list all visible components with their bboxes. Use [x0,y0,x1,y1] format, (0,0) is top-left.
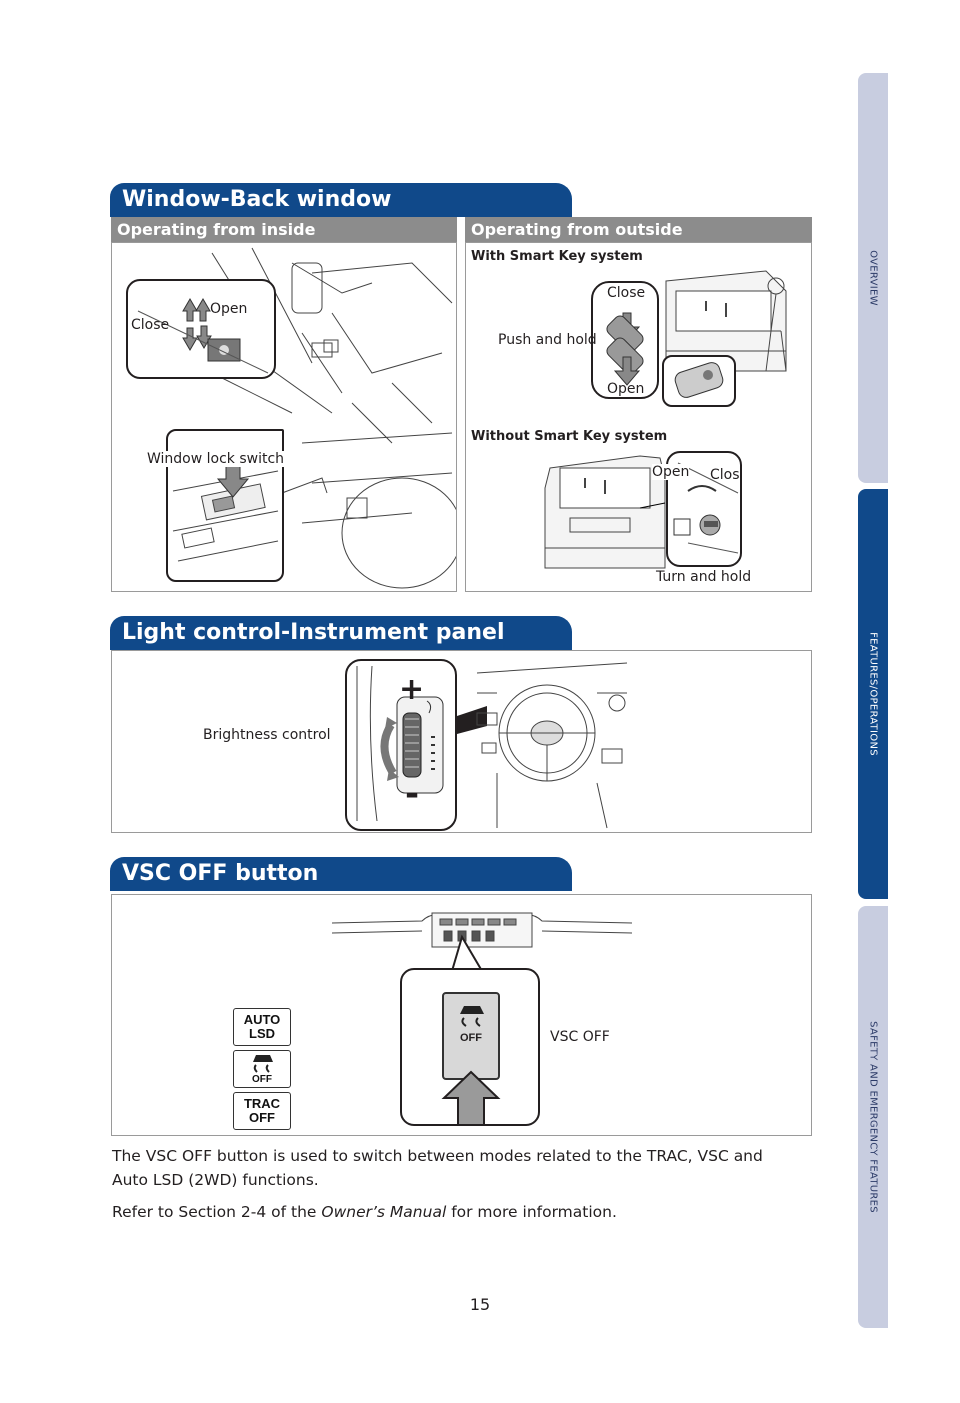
suv-rear-illustration [665,270,787,372]
key-open-label: Open [652,464,690,480]
vsc-description: The VSC OFF button is used to switch bet… [112,1147,763,1189]
trac-off-icon: TRAC OFF [233,1092,291,1130]
manual-reference: Refer to Section 2-4 of the Owner’s Manu… [112,1203,617,1221]
brightness-control-label: Brightness control [203,727,331,743]
tab-safety-emergency[interactable]: SAFETY AND EMERGENCY FEATURES [858,906,888,1328]
vsc-button-off-text: OFF [460,1032,482,1044]
inside-open-label: Open [210,301,248,317]
tab-features-operations[interactable]: FEATURES/OPERATIONS [858,489,888,899]
auto-lsd-icon: AUTO LSD [233,1008,291,1046]
brightness-dial-callout: + - [345,659,457,831]
suv-rear-key-illustration [544,455,666,569]
smart-close-label: Close [607,285,646,301]
press-arrow-icon [441,1070,501,1124]
tab-overview[interactable]: OVERVIEW [858,73,888,483]
window-section-title: Window-Back window [110,183,572,217]
owners-manual-title: Owner’s Manual [321,1203,447,1221]
console-illustration [171,247,456,589]
operating-inside-subtitle: Operating from inside [111,217,457,242]
window-lock-switch-label: Window lock switch [147,451,285,467]
vsc-panel: OFF VSC OFF AUTO LSD OFF TRAC OFF [111,894,812,1136]
smart-open-label: Open [607,381,645,397]
push-and-hold-label: Push and hold [498,332,597,348]
no-smart-key-title: Without Smart Key system [471,429,668,444]
operating-outside-subtitle: Operating from outside [465,217,812,242]
brightness-plus: + [399,672,425,707]
center-console-illustration [332,912,632,948]
tab-features-operations-label: FEATURES/OPERATIONS [867,632,879,756]
inside-panel: Close Open Window lock switch [111,242,457,592]
light-panel: Brightness control + - [111,650,812,833]
brightness-minus: - [405,774,420,814]
dashboard-illustration [476,662,628,829]
smart-key-fob-callout [662,355,736,407]
vsc-off-label: VSC OFF [550,1029,610,1045]
light-section-title: Light control-Instrument panel [110,616,572,650]
turn-and-hold-label: Turn and hold [656,569,752,585]
key-close-label: Close [710,467,740,483]
page-number: 15 [469,1295,491,1314]
inside-close-label: Close [131,317,170,333]
tab-overview-label: OVERVIEW [867,250,879,306]
smart-key-remote-callout: Close Open [591,281,659,399]
inside-switch-callout: Close Open [126,279,276,379]
vsc-off-button[interactable]: OFF [442,992,500,1080]
outside-panel: With Smart Key system Close Open Push an… [465,242,812,592]
vsc-button-callout: OFF [400,968,540,1126]
vsc-section-title: VSC OFF button [110,857,572,891]
tab-safety-emergency-label: SAFETY AND EMERGENCY FEATURES [867,1021,879,1213]
smart-key-title: With Smart Key system [471,249,643,264]
vsc-off-skid-icon: OFF [233,1050,291,1088]
skid-car-icon [460,1006,484,1027]
